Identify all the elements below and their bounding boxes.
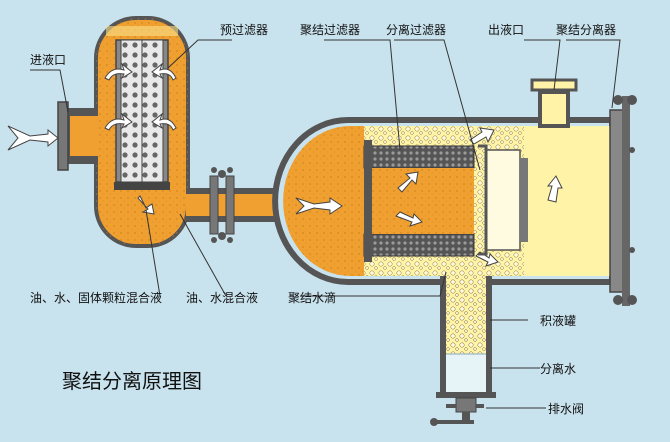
flow-arrow-icon <box>7 125 59 151</box>
label-coalescer: 聚结过滤器 <box>300 23 360 37</box>
label-inlet: 进液口 <box>30 52 66 67</box>
separator-filter <box>478 144 528 256</box>
drain-valve-icon <box>430 397 484 426</box>
label-separated-water: 分离水 <box>540 361 576 376</box>
label-prefilter: 预过滤器 <box>220 23 268 37</box>
label-sump: 积液罐 <box>540 313 576 328</box>
sump <box>430 276 496 426</box>
label-drain-valve: 排水阀 <box>548 402 584 416</box>
prefilter-vessel <box>94 16 190 248</box>
label-coalesced-drops: 聚结水滴 <box>288 290 336 305</box>
inlet-pipe <box>7 101 98 171</box>
label-separator-filter: 分离过滤器 <box>386 22 446 37</box>
flow-arrow-icon <box>546 175 563 203</box>
label-mixed-oil-water: 油、水混合液 <box>186 290 258 305</box>
flow-arrow-icon <box>469 127 495 145</box>
label-outlet: 出液口 <box>488 22 524 37</box>
flow-arrow-icon <box>295 197 343 215</box>
coalescer-element <box>295 127 499 267</box>
flow-arrow-icon <box>104 62 177 215</box>
label-group: 进液口 预过滤器 聚结过滤器 分离过滤器 出液口 聚结分离器 油、水、固体颗粒混… <box>30 22 616 416</box>
leader-lines <box>30 39 621 409</box>
prefilter-cartridge <box>114 39 170 190</box>
label-mixed-solid: 油、水、固体颗粒混合液 <box>30 290 162 305</box>
flange-icon <box>209 175 219 235</box>
flow-arrow-icon <box>397 171 419 193</box>
label-coalescing-separator: 聚结分离器 <box>556 22 616 37</box>
flange-icon <box>609 109 625 293</box>
diagram-title: 聚结分离原理图 <box>62 369 202 393</box>
flange-icon <box>57 101 69 171</box>
flange-icon <box>225 175 235 235</box>
flow-arrow-icon <box>395 211 423 227</box>
